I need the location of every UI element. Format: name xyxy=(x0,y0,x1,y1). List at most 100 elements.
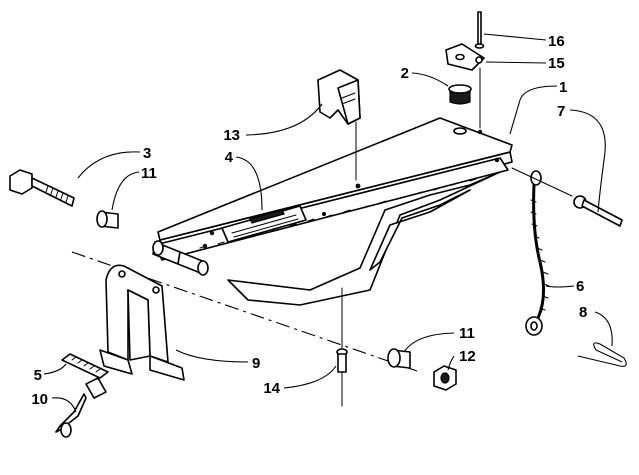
callout-5: 5 xyxy=(34,367,42,384)
leader-9 xyxy=(175,349,249,363)
plate-hole xyxy=(455,53,465,61)
latch-plate xyxy=(445,43,485,71)
leader-11b xyxy=(403,332,455,353)
lanyard-top-eye xyxy=(530,170,542,186)
lanyard-cable xyxy=(532,183,545,319)
bushing-left xyxy=(96,210,119,229)
rivet-shaft xyxy=(55,393,87,433)
leader-16 xyxy=(483,33,547,41)
decal-header xyxy=(249,209,285,224)
rivet xyxy=(336,348,348,407)
bracket-front xyxy=(127,289,151,361)
tray-top xyxy=(157,117,513,241)
spacer-a-face xyxy=(152,240,164,256)
leader-15 xyxy=(485,61,547,64)
tray-hole-2 xyxy=(477,129,483,135)
leader-lines xyxy=(43,33,613,413)
bushing-right-face xyxy=(387,348,401,368)
lanyard xyxy=(525,170,550,336)
nut xyxy=(433,365,457,391)
rivet-14-body xyxy=(337,353,347,373)
tray xyxy=(154,117,513,306)
callout-14: 14 xyxy=(263,380,280,397)
callout-11-left: 11 xyxy=(141,165,157,182)
rivet-cap xyxy=(85,377,107,399)
spacer-b-face xyxy=(197,260,209,276)
bushing-left-face xyxy=(96,210,108,228)
leader-12 xyxy=(447,355,455,371)
strap xyxy=(61,353,109,379)
bracket-foot-right xyxy=(149,355,185,381)
leader-14 xyxy=(283,365,337,389)
pin xyxy=(474,11,485,49)
bushing-right xyxy=(387,348,411,369)
warning-decal xyxy=(221,205,307,243)
mounting-bracket xyxy=(99,264,185,381)
bracket-hole-right xyxy=(152,286,160,294)
hinge-spacers xyxy=(152,240,209,276)
clip-front xyxy=(337,79,361,125)
plate-rivet xyxy=(475,56,483,64)
callout-11-right: 11 xyxy=(459,325,475,342)
bolt-shank xyxy=(31,177,75,207)
leader-8 xyxy=(594,311,613,347)
bolt-head xyxy=(9,169,33,195)
tray-hole-3 xyxy=(355,183,361,189)
hair-pin xyxy=(577,342,627,367)
bracket-foot-left xyxy=(99,349,133,375)
callout-1: 1 xyxy=(559,79,567,96)
hinge-pin-axis xyxy=(511,167,573,197)
tray-hole-6 xyxy=(322,212,327,217)
hinge-pin-shaft xyxy=(581,199,623,227)
callout-9: 9 xyxy=(252,355,260,372)
grommet-body xyxy=(449,89,471,105)
leader-2 xyxy=(411,72,449,87)
tray-hole-5 xyxy=(202,243,208,249)
leader-1 xyxy=(509,85,558,135)
plate-body xyxy=(445,43,485,71)
pin-shaft xyxy=(477,11,482,45)
nut-hole xyxy=(440,372,450,384)
hinge-pin xyxy=(511,167,623,227)
callout-15: 15 xyxy=(548,55,565,72)
rivet-head xyxy=(60,422,72,438)
callout-16: 16 xyxy=(548,33,565,50)
strap-grip xyxy=(71,356,101,373)
clip-detail xyxy=(341,92,356,105)
callout-3: 3 xyxy=(143,145,151,162)
callout-12: 12 xyxy=(459,348,476,365)
leader-5 xyxy=(43,363,67,375)
bolt xyxy=(9,169,75,207)
decal-text-lines xyxy=(231,214,299,238)
callout-4: 4 xyxy=(225,149,234,166)
tray-hole-1 xyxy=(453,127,467,135)
bolt-threads xyxy=(45,185,69,203)
callout-2: 2 xyxy=(401,65,409,82)
leader-3 xyxy=(77,151,141,179)
push-rivet xyxy=(55,377,107,438)
leader-6 xyxy=(545,285,575,288)
tray-hole-7 xyxy=(494,157,500,163)
clip xyxy=(317,69,361,125)
callout-13: 13 xyxy=(223,127,240,144)
hair-pin-body xyxy=(577,342,627,367)
callout-6: 6 xyxy=(576,278,584,295)
leader-10 xyxy=(51,397,77,413)
grommet xyxy=(448,84,472,105)
tray-side-bracket xyxy=(369,189,471,271)
callout-8: 8 xyxy=(579,304,587,321)
callout-7: 7 xyxy=(557,103,565,120)
lanyard-bottom-eye-hole xyxy=(530,321,538,331)
leader-4 xyxy=(235,156,263,211)
pin-head xyxy=(474,43,485,49)
callout-labels: 1 2 3 4 5 6 7 8 9 10 11 11 12 13 14 15 1… xyxy=(31,33,587,408)
leader-7 xyxy=(569,109,606,213)
leader-11a xyxy=(111,171,140,211)
leader-13 xyxy=(245,103,323,136)
lanyard-twist xyxy=(530,199,550,311)
tray-hole-4 xyxy=(209,230,215,236)
grommet-top xyxy=(448,84,472,94)
bracket-hole-left xyxy=(118,270,126,278)
